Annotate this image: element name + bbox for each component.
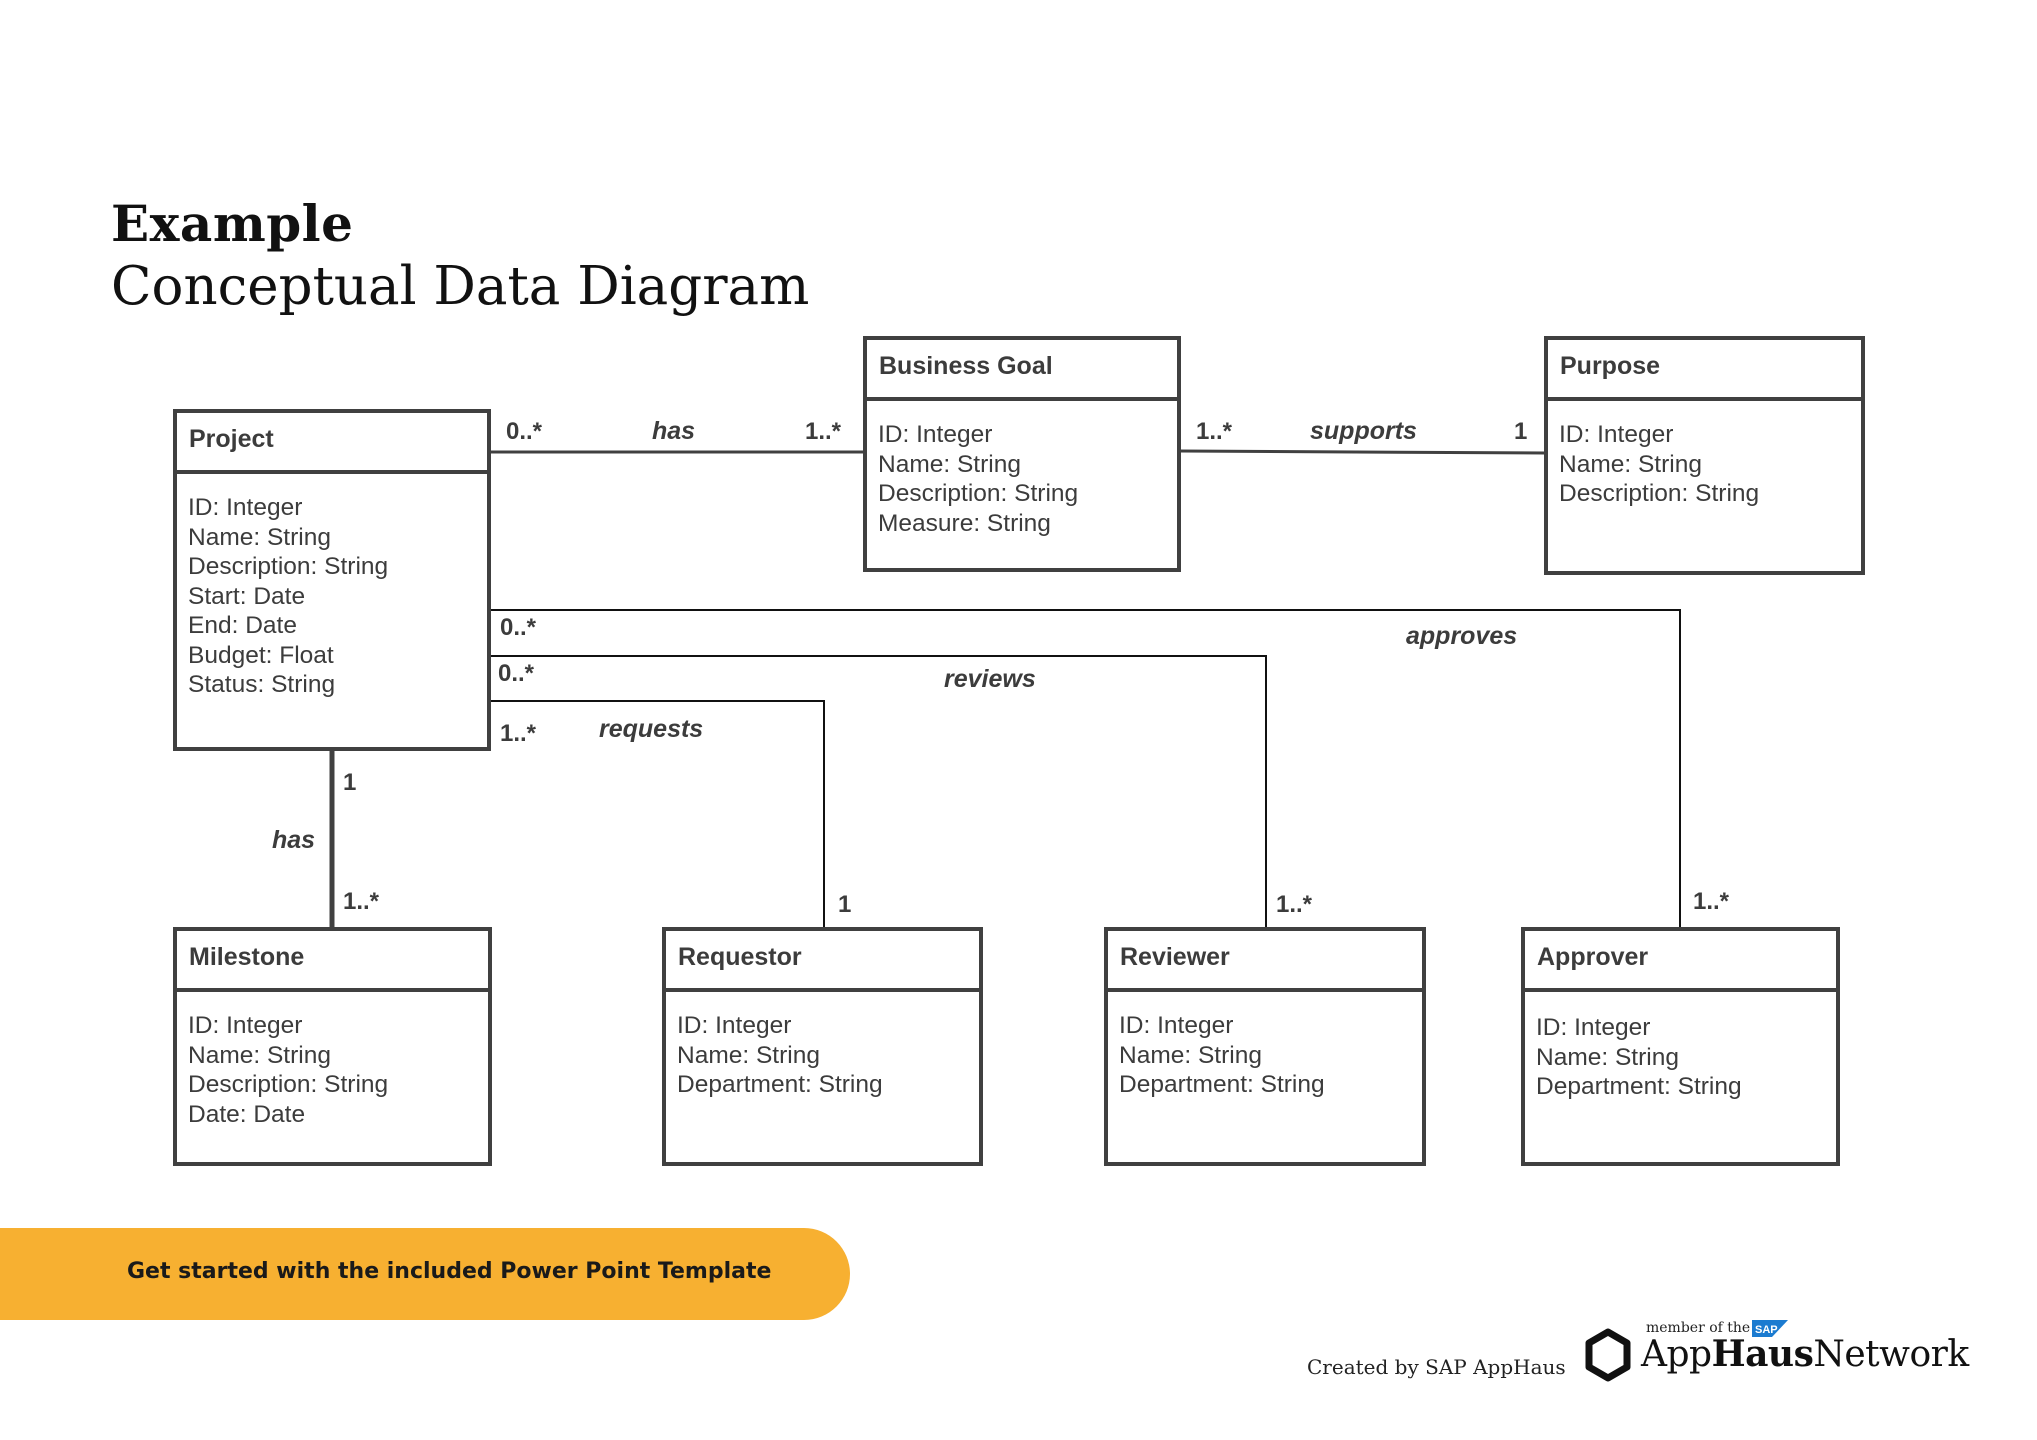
entity-milestone[interactable]: Milestone ID: Integer Name: String Descr… bbox=[173, 927, 492, 1166]
entity-requestor-attr: ID: Integer bbox=[677, 1012, 792, 1039]
entity-reviewer-attr: Name: String bbox=[1119, 1041, 1262, 1069]
mult-project-goal-from: 0..* bbox=[506, 418, 543, 445]
entity-milestone-attr: Name: String bbox=[188, 1041, 331, 1069]
rel-label-project-requestor: requests bbox=[599, 715, 704, 743]
entity-milestone-name: Milestone bbox=[177, 931, 488, 992]
mult-goal-purpose-to: 1 bbox=[1514, 418, 1528, 445]
entity-project-name: Project bbox=[177, 413, 487, 474]
line-project-reviewer bbox=[490, 655, 1267, 928]
entity-approver-attr: Name: String bbox=[1536, 1043, 1679, 1071]
mult-project-milestone-from: 1 bbox=[343, 769, 357, 796]
entity-business-goal-name: Business Goal bbox=[867, 340, 1177, 401]
sap-logo-text: SAP bbox=[1755, 1324, 1778, 1336]
entity-project-attr: Start: Date bbox=[188, 582, 306, 610]
mult-project-goal-to: 1..* bbox=[805, 418, 842, 445]
credit-text: Created by SAP AppHaus bbox=[1307, 1355, 1566, 1379]
mult-project-reviewer-to: 1..* bbox=[1276, 891, 1313, 918]
apphaus-network-logo: AppHausNetwork bbox=[1641, 1333, 1969, 1375]
network-bold: Haus bbox=[1711, 1333, 1814, 1375]
line-goal-purpose bbox=[1179, 449, 1546, 455]
entity-business-goal-attr: Description: String bbox=[878, 480, 1079, 507]
entity-project-attr: Description: String bbox=[188, 553, 389, 580]
entity-purpose-attr: Description: String bbox=[1559, 480, 1760, 507]
mult-project-milestone-to: 1..* bbox=[343, 888, 380, 915]
network-prefix: App bbox=[1641, 1334, 1712, 1375]
entity-reviewer-attr: Department: String bbox=[1119, 1071, 1325, 1098]
page-subtitle: Conceptual Data Diagram bbox=[111, 256, 810, 317]
entity-purpose[interactable]: Purpose ID: Integer Name: String Descrip… bbox=[1544, 336, 1865, 575]
entity-requestor[interactable]: Requestor ID: Integer Name: String Depar… bbox=[662, 927, 983, 1166]
entity-purpose-name: Purpose bbox=[1548, 340, 1861, 401]
entity-project[interactable]: Project ID: Integer Name: String Descrip… bbox=[173, 409, 491, 751]
rel-label-project-reviewer: reviews bbox=[944, 665, 1036, 693]
entity-approver[interactable]: Approver ID: Integer Name: String Depart… bbox=[1521, 927, 1840, 1166]
sap-logo-icon: SAP bbox=[1752, 1320, 1788, 1337]
mult-project-reviewer-from: 0..* bbox=[498, 660, 535, 687]
entity-milestone-attr: Date: Date bbox=[188, 1100, 306, 1128]
entity-project-attr: Budget: Float bbox=[188, 641, 334, 669]
mult-project-requestor-to: 1 bbox=[838, 891, 852, 918]
mult-project-requestor-from: 1..* bbox=[500, 720, 537, 747]
entity-requestor-attr: Name: String bbox=[677, 1041, 820, 1069]
apphaus-hexagon-icon bbox=[1585, 1328, 1631, 1382]
entity-business-goal-attr: ID: Integer bbox=[878, 421, 993, 448]
network-suffix: Network bbox=[1813, 1334, 1969, 1375]
member-of-text: member of the bbox=[1646, 1320, 1751, 1336]
mult-goal-purpose-from: 1..* bbox=[1196, 418, 1233, 445]
rel-label-project-milestone: has bbox=[272, 826, 316, 854]
entity-project-attr: Status: String bbox=[188, 671, 336, 698]
mult-project-approver-from: 0..* bbox=[500, 614, 537, 641]
entity-reviewer-name: Reviewer bbox=[1108, 931, 1422, 992]
entity-requestor-attr: Department: String bbox=[677, 1071, 883, 1098]
rel-label-goal-purpose: supports bbox=[1310, 417, 1417, 445]
rel-label-project-approver: approves bbox=[1406, 622, 1518, 650]
entity-reviewer[interactable]: Reviewer ID: Integer Name: String Depart… bbox=[1104, 927, 1426, 1166]
mult-project-approver-to: 1..* bbox=[1693, 888, 1730, 915]
line-project-approver bbox=[490, 609, 1681, 930]
entity-approver-attr: Department: String bbox=[1536, 1073, 1742, 1100]
entity-reviewer-attr: ID: Integer bbox=[1119, 1012, 1234, 1039]
entity-business-goal-attr: Measure: String bbox=[878, 509, 1051, 537]
entity-business-goal[interactable]: Business Goal ID: Integer Name: String D… bbox=[863, 336, 1181, 572]
entity-project-attr: End: Date bbox=[188, 612, 297, 639]
entity-business-goal-attr: Name: String bbox=[878, 450, 1021, 478]
cta-label: Get started with the included Power Poin… bbox=[127, 1259, 772, 1284]
page-title: Example bbox=[111, 194, 354, 253]
entity-purpose-attr: ID: Integer bbox=[1559, 421, 1674, 448]
cta-banner[interactable]: Get started with the included Power Poin… bbox=[0, 1228, 850, 1320]
entity-milestone-attr: ID: Integer bbox=[188, 1012, 303, 1039]
entity-purpose-attr: Name: String bbox=[1559, 450, 1702, 478]
entity-project-attr: ID: Integer bbox=[188, 494, 303, 521]
entity-requestor-name: Requestor bbox=[666, 931, 979, 992]
entity-approver-name: Approver bbox=[1525, 931, 1836, 992]
entity-project-attr: Name: String bbox=[188, 523, 331, 551]
entity-milestone-attr: Description: String bbox=[188, 1071, 389, 1098]
entity-approver-attr: ID: Integer bbox=[1536, 1014, 1651, 1041]
rel-label-project-goal: has bbox=[652, 417, 696, 445]
line-project-requestor bbox=[490, 700, 825, 928]
